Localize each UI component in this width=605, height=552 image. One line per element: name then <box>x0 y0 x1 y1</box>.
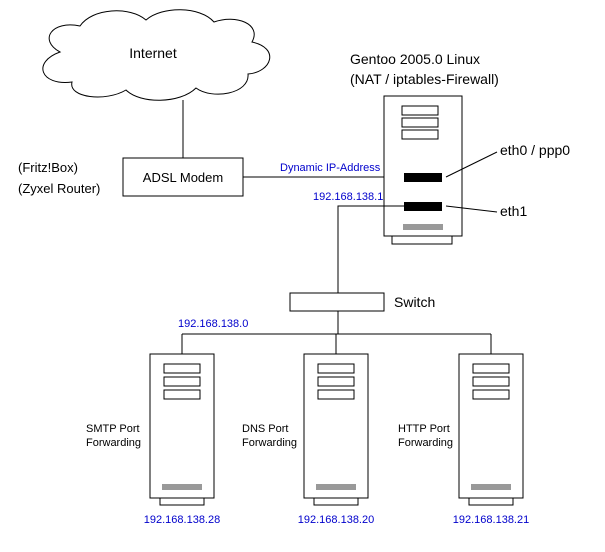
switch-label: Switch <box>394 294 435 310</box>
gateway-tower <box>383 95 463 245</box>
server-http-ip: 192.168.138.21 <box>453 514 529 526</box>
server-http-line1: HTTP Port <box>398 423 450 435</box>
switch <box>289 292 385 312</box>
eth1-ip-label: 192.168.138.1 <box>313 191 383 203</box>
gateway-switch-link <box>337 205 404 293</box>
gateway-subtitle: (NAT / iptables-Firewall) <box>350 71 499 87</box>
gateway-title: Gentoo 2005.0 Linux <box>350 51 480 67</box>
eth0-port <box>404 173 442 182</box>
internet-label: Internet <box>129 45 177 61</box>
modem-label: ADSL Modem <box>143 170 223 185</box>
server-smtp <box>149 353 215 506</box>
server-smtp-line2: Forwarding <box>86 437 141 449</box>
eth1-pointer <box>445 205 498 213</box>
server-dns-ip: 192.168.138.20 <box>298 514 374 526</box>
server-dns-line2: Forwarding <box>242 437 297 449</box>
eth1-port <box>404 202 442 211</box>
adsl-modem: ADSL Modem <box>122 157 244 197</box>
server-dns <box>303 353 369 506</box>
server-smtp-ip: 192.168.138.28 <box>144 514 220 526</box>
eth1-label: eth1 <box>500 203 527 219</box>
dynamic-ip-label: Dynamic IP-Address <box>280 162 381 174</box>
modem-alt-zyxel: (Zyxel Router) <box>18 181 100 196</box>
server-http-line2: Forwarding <box>398 437 453 449</box>
eth0-pointer <box>445 151 498 178</box>
server-dns-line1: DNS Port <box>242 423 288 435</box>
modem-alt-fritzbox: (Fritz!Box) <box>18 160 78 175</box>
eth0-label: eth0 / ppp0 <box>500 142 570 158</box>
gateway-base <box>391 235 453 245</box>
network-label: 192.168.138.0 <box>178 318 248 330</box>
gateway-vent <box>403 224 443 230</box>
internet-cloud: Internet <box>42 9 271 101</box>
server-smtp-line1: SMTP Port <box>86 423 140 435</box>
server-http <box>458 353 524 506</box>
